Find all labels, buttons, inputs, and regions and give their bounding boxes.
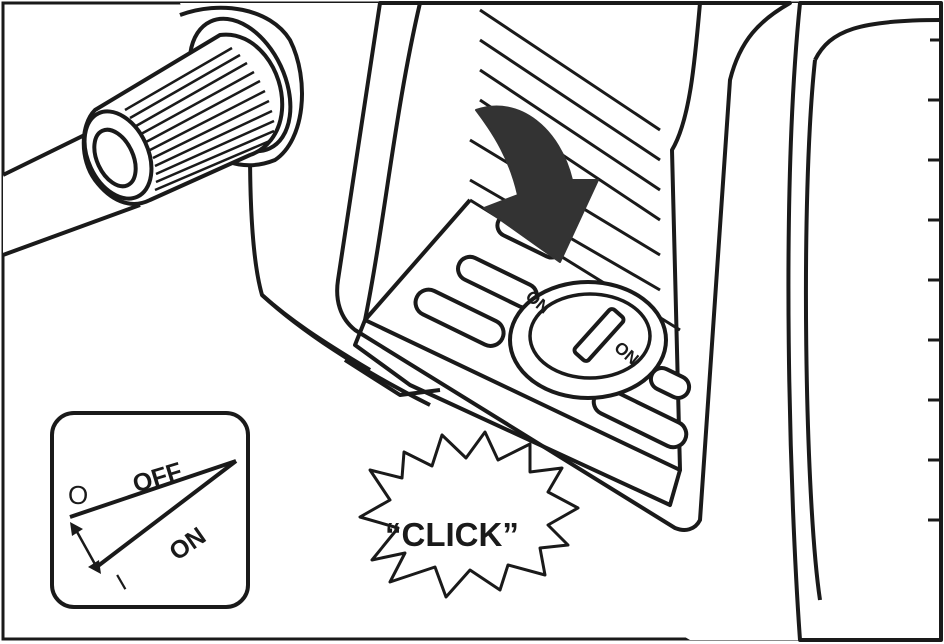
arrowhead-up-icon	[70, 522, 83, 536]
arrowhead-down-icon	[88, 560, 101, 574]
off-symbol: O	[68, 480, 88, 510]
toggle-range-arrow-icon	[74, 529, 98, 567]
click-label: “CLICK”	[385, 516, 519, 553]
switch-knob-bar[interactable]	[572, 307, 626, 363]
right-casing	[786, 1, 943, 642]
switch-position-legend: O I OFF ON	[50, 411, 250, 609]
cord-strain-relief	[81, 5, 304, 206]
on-line	[92, 459, 238, 571]
rotation-arrow-icon	[475, 105, 599, 263]
off-line	[69, 459, 237, 519]
vent-slots	[413, 212, 692, 450]
click-sound-burst: “CLICK”	[358, 430, 580, 599]
rotary-switch	[508, 280, 668, 400]
